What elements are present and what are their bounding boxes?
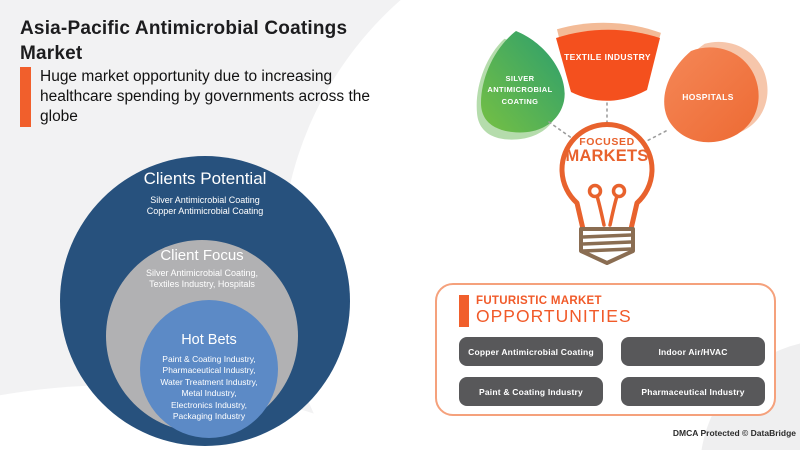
bulb-base-thread	[582, 240, 632, 246]
focused-markets-line1: FOCUSED	[579, 136, 635, 148]
silver-coating-petal-label: SILVER ANTIMICROBIAL COATING	[487, 74, 553, 106]
client-focus-item: Textiles Industry, Hospitals	[149, 279, 255, 290]
opportunity-chip-pharma: Pharmaceutical Industry	[614, 377, 765, 414]
hot-bets-item: Water Treatment Industry,	[160, 376, 258, 387]
opportunities-heading-line2: OPPORTUNITIES	[476, 306, 632, 326]
client-focus-item: Silver Antimicrobial Coating,	[145, 268, 259, 278]
subtitle-block: Huge market opportunity due to increasin…	[20, 67, 400, 128]
filament-loop	[611, 183, 627, 199]
bulb-base-thread	[582, 247, 632, 253]
hot-bets-item: Paint & Coating Industry,	[162, 354, 256, 364]
hospitals-petal	[664, 47, 759, 143]
hot-bets-title: Hot Bets	[181, 332, 237, 348]
filament-wire	[608, 194, 619, 227]
lightbulb-outline	[559, 122, 655, 232]
clients-potential-item: Silver Antimicrobial Coating	[150, 195, 260, 205]
opportunity-chip-paint: Paint & Coating Industry	[452, 377, 603, 414]
page-title: Asia-Pacific Antimicrobial Coatings Mark…	[20, 18, 348, 65]
hot-bets-item: Packaging Industry	[172, 411, 246, 422]
futuristic-opportunities-panel: FUTURISTIC MARKET OPPORTUNITIES Copper A…	[435, 283, 776, 416]
hospitals-petal-label: HOSPITALS	[682, 92, 734, 102]
clients-potential-title: Clients Potential	[143, 169, 267, 188]
filament-loop	[587, 183, 603, 199]
client-circles-diagram: Clients Potential Silver Antimicrobial C…	[60, 156, 350, 446]
bulb-petals-svg	[476, 22, 768, 265]
opportunities-heading-line1: FUTURISTIC MARKET	[476, 295, 602, 307]
hot-bets-item: Metal Industry,	[181, 388, 237, 399]
textile-petal-label: TEXTILE INDUSTRY	[564, 52, 651, 62]
hot-bets-ring: Hot Bets Paint & Coating Industry, Pharm…	[140, 300, 278, 438]
hot-bets-item: Electronics Industry,	[171, 399, 247, 410]
opportunities-heading: FUTURISTIC MARKET OPPORTUNITIES	[459, 295, 632, 327]
opportunity-chip-hvac: Indoor Air/HVAC	[614, 337, 765, 374]
hot-bets-item: Pharmaceutical Industry,	[162, 365, 256, 376]
client-focus-title: Client Focus	[160, 247, 244, 264]
bulb-base-thread	[582, 233, 632, 239]
focused-markets-graphic: SILVER ANTIMICROBIAL COATING TEXTILE IND…	[450, 5, 790, 285]
connector-line	[548, 121, 574, 140]
silver-coating-petal	[481, 31, 565, 133]
textile-petal	[556, 29, 660, 101]
dmca-watermark: DMCA Protected © DataBridge	[672, 428, 796, 438]
accent-bar	[20, 67, 31, 128]
opportunity-chip-copper: Copper Antimicrobial Coating	[452, 337, 603, 374]
subtitle-text: Huge market opportunity due to increasin…	[40, 68, 371, 126]
clients-potential-item: Copper Antimicrobial Coating	[146, 206, 264, 217]
focused-markets-label: FOCUSED MARKETS	[557, 136, 657, 166]
filament-wire	[595, 194, 606, 227]
accent-bar	[459, 295, 469, 327]
focused-markets-line2: MARKETS	[565, 147, 649, 165]
